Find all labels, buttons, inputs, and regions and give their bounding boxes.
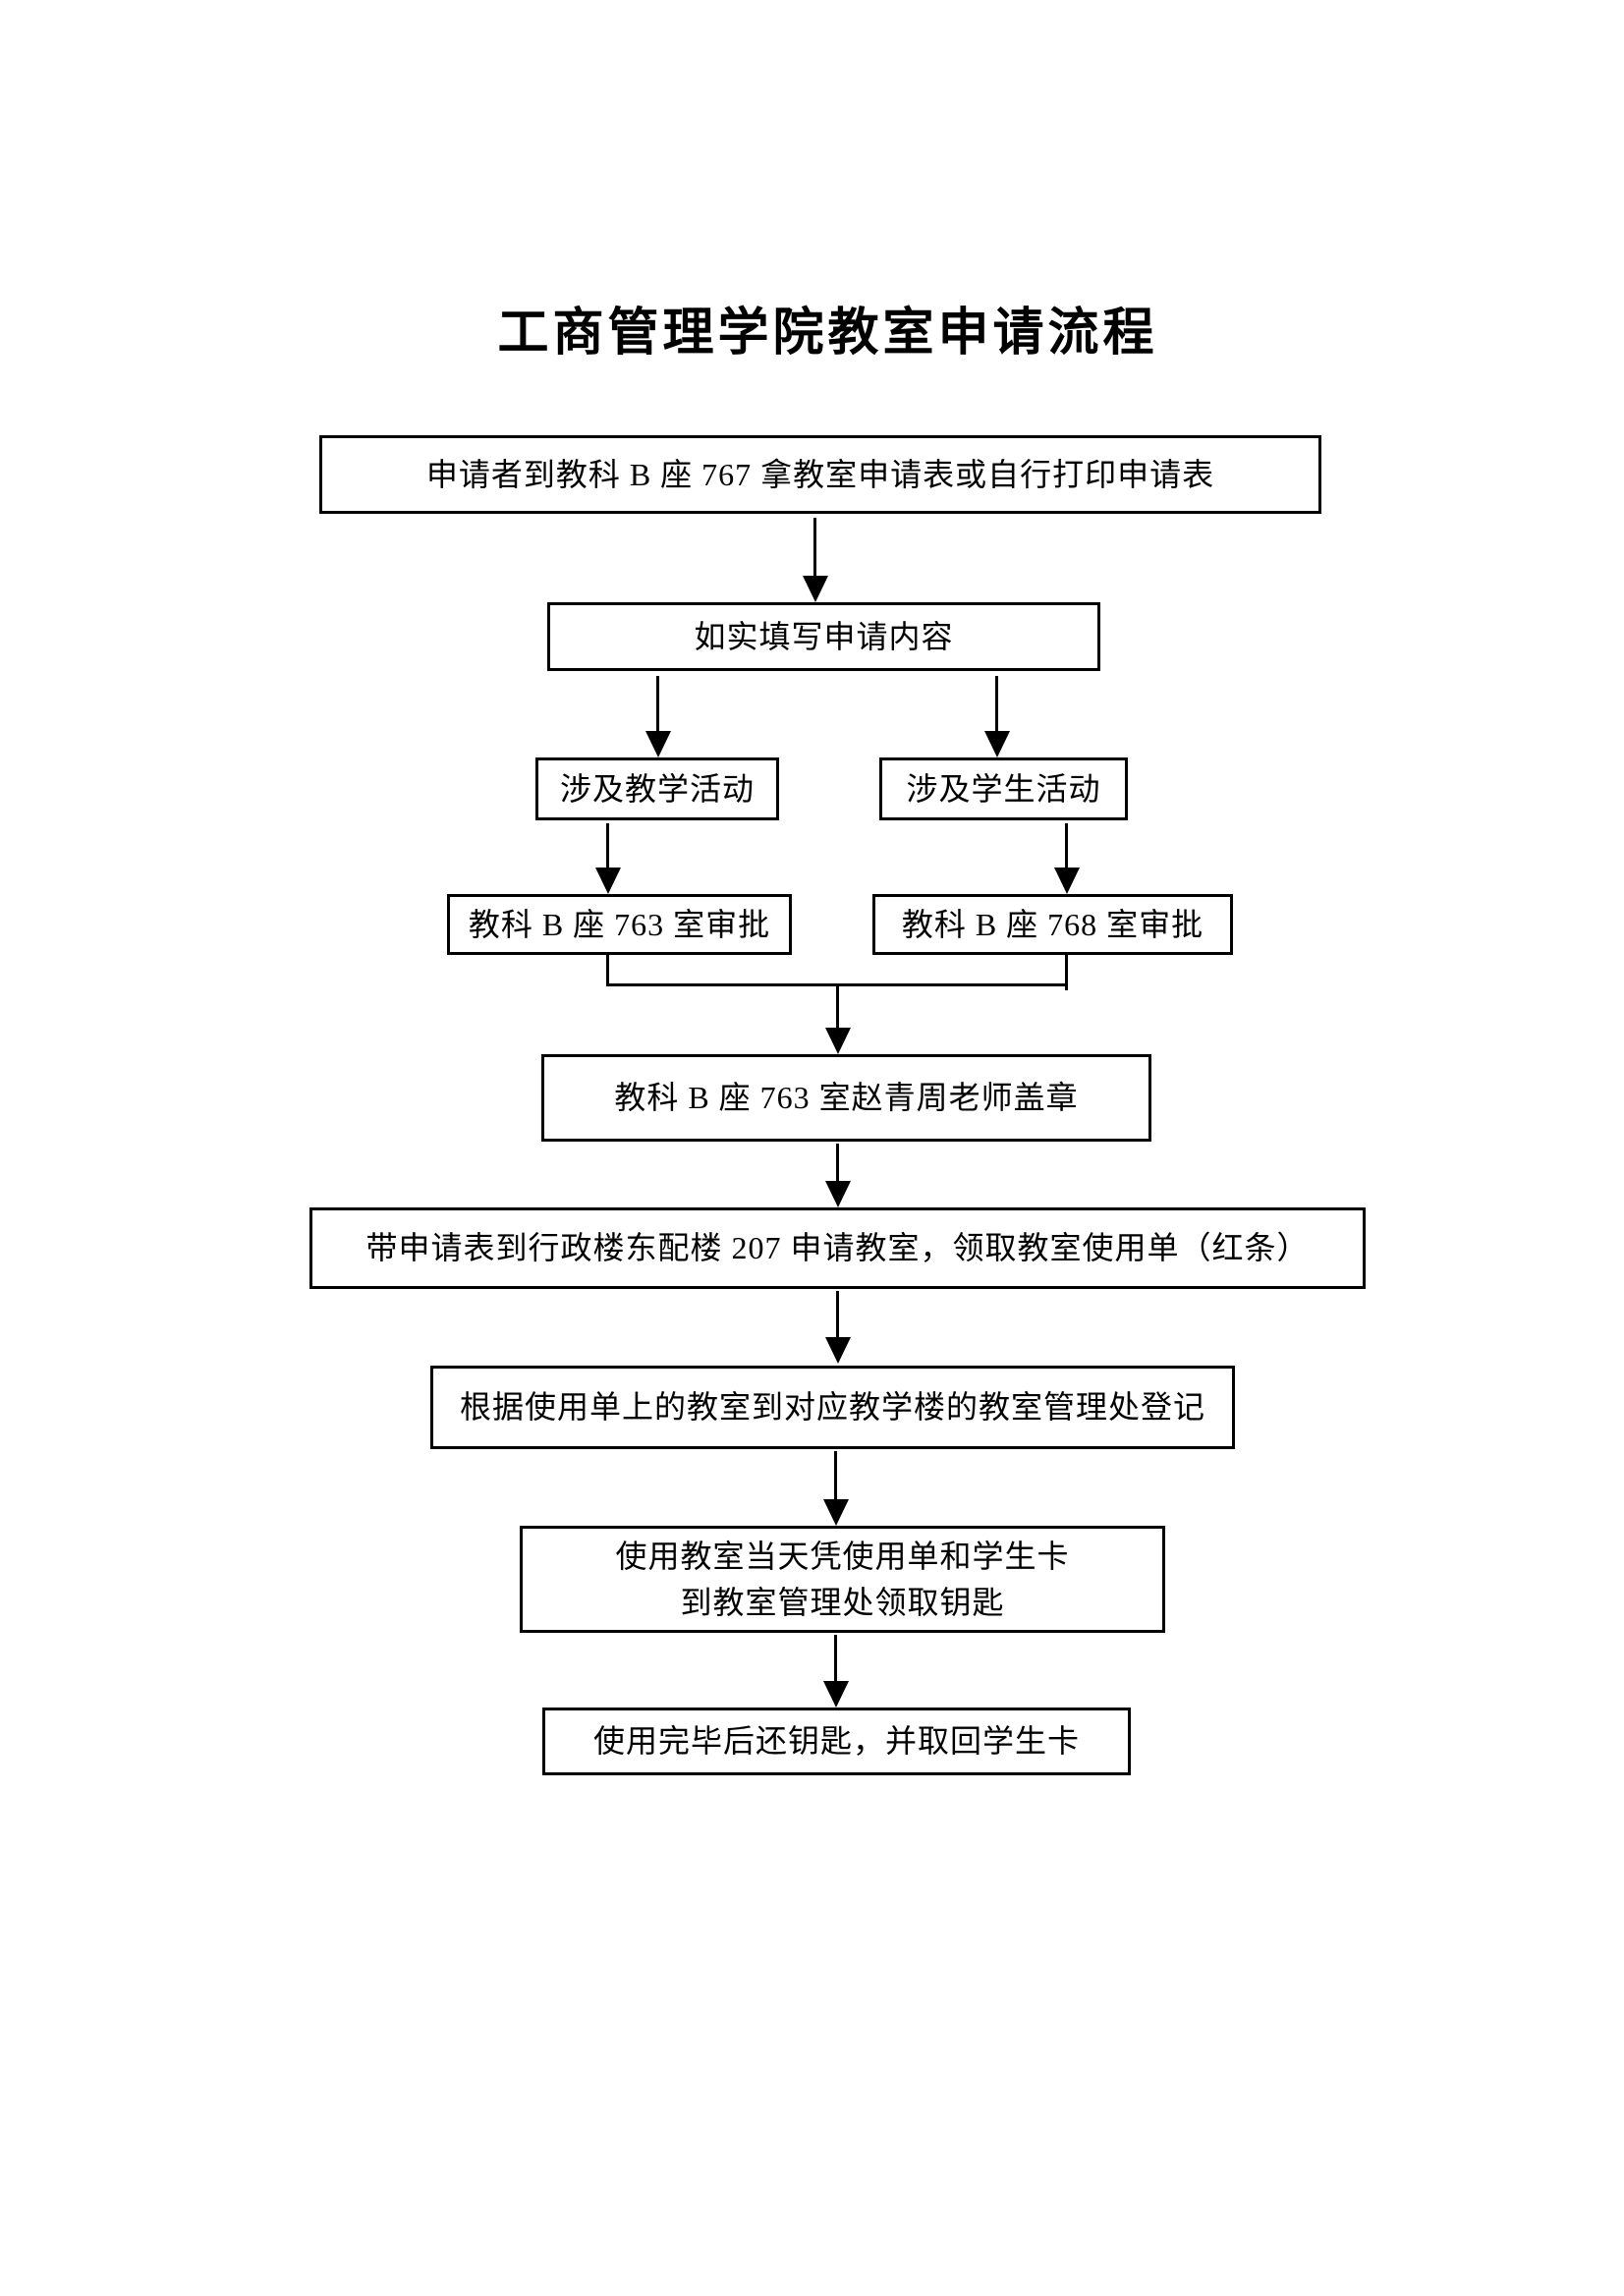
flow-node-fill-label: 如实填写申请内容	[694, 618, 954, 654]
flow-node-stamp: 教科 B 座 763 室赵青周老师盖章	[541, 1054, 1151, 1142]
down-arrow-icon	[606, 823, 609, 868]
flow-node-use-key-line1: 使用教室当天凭使用单和学生卡	[615, 1539, 1070, 1575]
flow-node-return-key-label: 使用完毕后还钥匙，并取回学生卡	[592, 1723, 1080, 1760]
down-arrow-icon	[834, 1451, 837, 1500]
flow-node-branch-teaching: 涉及教学活动	[535, 757, 779, 820]
flow-node-start-label: 申请者到教科 B 座 767 拿教室申请表或自行打印申请表	[425, 456, 1215, 492]
down-arrow-icon	[836, 985, 839, 1029]
flow-node-branch-teaching-label: 涉及教学活动	[559, 770, 755, 807]
flow-node-branch-student-label: 涉及学生活动	[906, 770, 1101, 807]
flow-node-get-slip-label: 带申请表到行政楼东配楼 207 申请教室，领取教室使用单（红条）	[365, 1230, 1310, 1266]
flow-node-approve-768: 教科 B 座 768 室审批	[872, 894, 1233, 955]
flow-node-register: 根据使用单上的教室到对应教学楼的教室管理处登记	[430, 1366, 1235, 1449]
down-arrow-icon	[834, 1635, 837, 1682]
merge-connector-left	[606, 955, 609, 986]
down-arrow-icon	[1065, 823, 1068, 868]
flow-node-register-label: 根据使用单上的教室到对应教学楼的教室管理处登记	[459, 1389, 1205, 1426]
down-arrow-icon	[656, 676, 659, 732]
flow-node-approve-763-label: 教科 B 座 763 室审批	[468, 906, 771, 942]
down-arrow-icon	[836, 1144, 839, 1182]
flow-node-branch-student: 涉及学生活动	[879, 757, 1128, 820]
flow-node-get-slip: 带申请表到行政楼东配楼 207 申请教室，领取教室使用单（红条）	[309, 1207, 1366, 1289]
flow-node-return-key: 使用完毕后还钥匙，并取回学生卡	[542, 1708, 1131, 1775]
down-arrow-icon	[836, 1291, 839, 1338]
flow-node-stamp-label: 教科 B 座 763 室赵青周老师盖章	[614, 1080, 1079, 1116]
flow-node-fill: 如实填写申请内容	[547, 602, 1100, 671]
flow-node-approve-763: 教科 B 座 763 室审批	[447, 894, 792, 955]
flow-node-approve-768-label: 教科 B 座 768 室审批	[901, 906, 1204, 942]
merge-connector-right	[1065, 955, 1068, 990]
down-arrow-icon	[813, 518, 816, 577]
flow-node-start: 申请者到教科 B 座 767 拿教室申请表或自行打印申请表	[319, 435, 1321, 514]
page-title: 工商管理学院教室申请流程	[497, 305, 1158, 362]
down-arrow-icon	[995, 676, 998, 732]
flow-node-use-key: 使用教室当天凭使用单和学生卡 到教室管理处领取钥匙	[520, 1526, 1165, 1633]
flow-node-use-key-line2: 到教室管理处领取钥匙	[680, 1584, 1005, 1620]
